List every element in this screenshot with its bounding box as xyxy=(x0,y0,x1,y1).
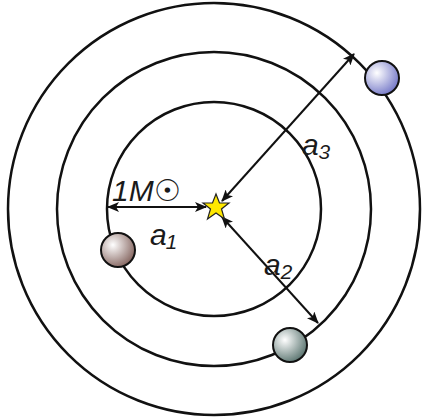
planet xyxy=(273,328,307,362)
distance-label: a₃ xyxy=(302,130,331,160)
mass-label: 1M☉ xyxy=(112,176,181,206)
distance-label: a₂ xyxy=(264,250,292,280)
distance-label: a₁ xyxy=(150,220,176,250)
planet xyxy=(101,233,135,267)
planet xyxy=(365,61,399,95)
orbit-circles xyxy=(8,3,420,415)
distance-arrows xyxy=(108,54,354,323)
star xyxy=(203,194,229,219)
